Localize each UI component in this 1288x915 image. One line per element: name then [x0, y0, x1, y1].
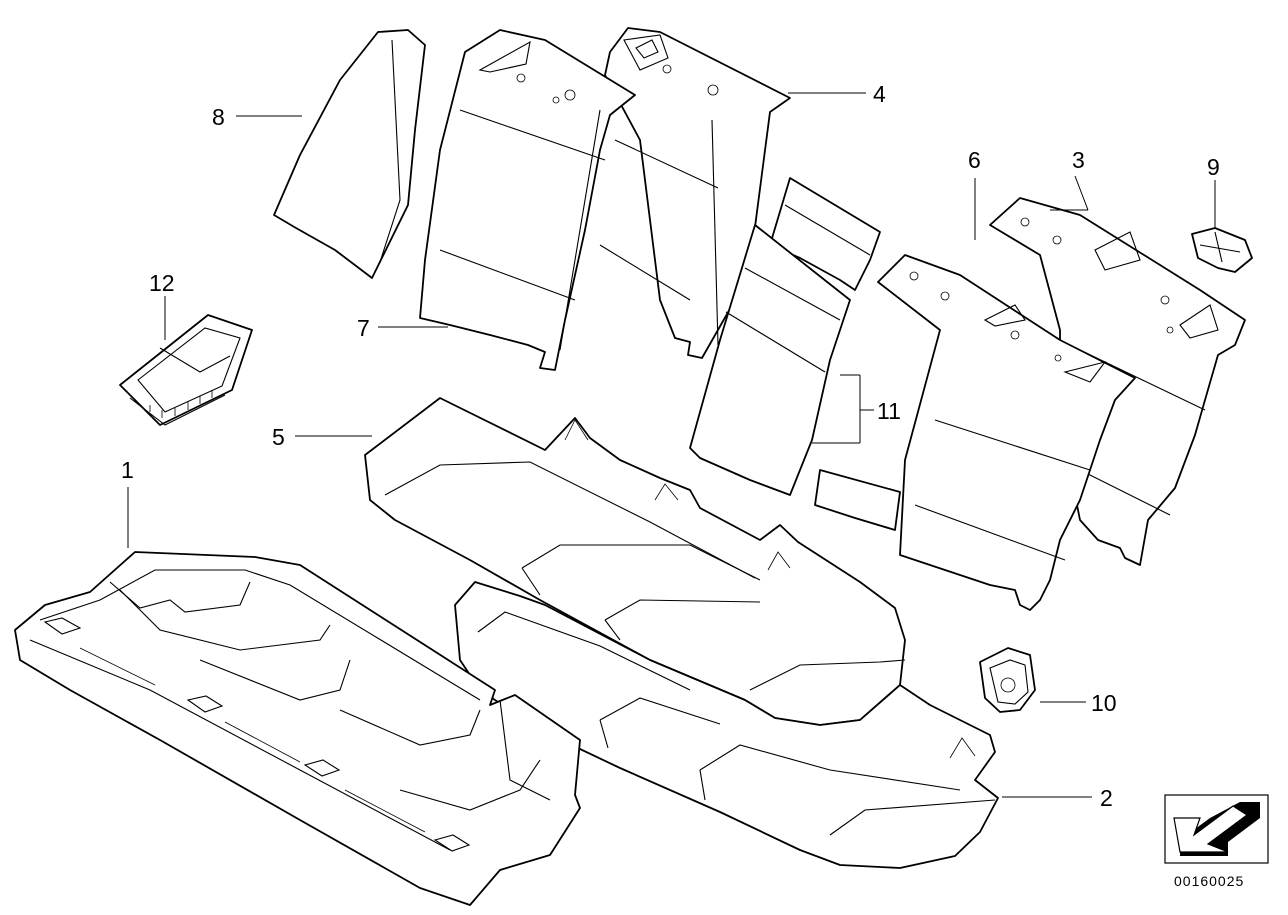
callout-5: 5: [272, 424, 285, 450]
part-5-seat-cushion-cover: [364, 397, 906, 726]
callout-11: 11: [877, 398, 901, 424]
callout-3: 3: [1072, 147, 1085, 173]
callout-9: 9: [1207, 154, 1220, 180]
callout-7: 7: [357, 315, 370, 341]
part-4-backrest-panel: [599, 27, 791, 359]
callout-labels: 1 2 3 4 5 6 7 8 9 10 11 12: [121, 81, 1220, 811]
part-2-seat-base: [454, 581, 999, 869]
callout-8: 8: [212, 104, 225, 130]
document-id: 00160025: [1174, 873, 1244, 889]
callout-12: 12: [149, 270, 175, 296]
callout-10: 10: [1091, 690, 1117, 716]
callout-1: 1: [121, 457, 134, 483]
part-8-side-bolster: [273, 29, 426, 279]
part-12-storage-tray: [119, 314, 253, 426]
callout-2: 2: [1100, 785, 1113, 811]
part-9-clip: [1191, 227, 1253, 273]
part-11-armrest: [689, 177, 901, 531]
leader-lines: [127, 92, 1216, 798]
direction-arrow-icon: [1164, 794, 1269, 864]
part-7-backrest-cover: [419, 29, 636, 371]
part-1-seat-frame: [14, 551, 581, 906]
callout-6: 6: [968, 147, 981, 173]
part-10-badge: [979, 647, 1036, 713]
callout-4: 4: [873, 81, 886, 107]
part-6-backrest-cover-right: [877, 254, 1136, 611]
